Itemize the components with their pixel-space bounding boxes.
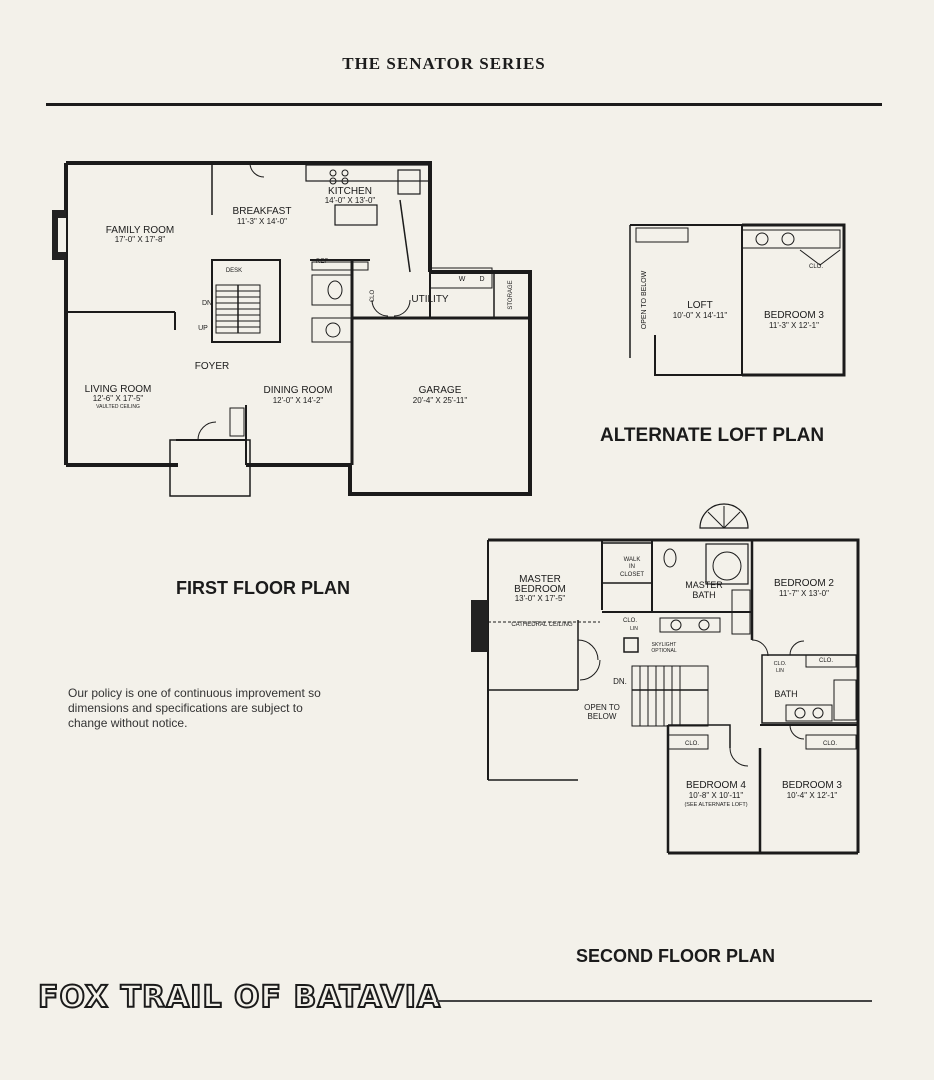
bedroom4-note: (SEE ALTERNATE LOFT): [684, 802, 747, 808]
kitchen-name: KITCHEN: [328, 186, 372, 197]
master-bedroom-line1: MASTER: [519, 574, 561, 585]
skylight-line2: OPTIONAL: [651, 648, 677, 654]
master-bedroom-dims: 13'-0" X 17'-5": [515, 594, 566, 603]
kitchen-dims: 14'-0" X 13'-0": [325, 196, 376, 205]
walk-in-closet-line1: WALK: [624, 557, 641, 563]
second-floor-labels: MASTER BEDROOM 13'-0" X 17'-5" CATHEDRAL…: [511, 557, 842, 808]
master-bath-line2: BATH: [692, 590, 715, 600]
hall-linen-label: LIN: [776, 668, 784, 674]
master-bath-line1: MASTER: [685, 580, 723, 590]
bedroom4-closet-label: CLO.: [685, 741, 699, 747]
bedroom2-dims: 11'-7" X 13'-0": [779, 589, 829, 598]
breakfast-dims: 11'-3" X 14'-0": [237, 217, 287, 226]
bedroom2-name: BEDROOM 2: [774, 578, 834, 589]
second-floor-plan: [471, 503, 860, 855]
living-room-note: VAULTED CEILING: [96, 404, 140, 410]
desk-label: DESK: [226, 268, 242, 274]
loft-labels: LOFT 10'-0" X 14'-11" BEDROOM 3 11'-3" X…: [641, 264, 824, 330]
series-title: THE SENATOR SERIES: [342, 54, 546, 73]
storage-label: STORAGE: [508, 280, 514, 309]
walk-in-closet-line2: IN: [629, 564, 635, 570]
bedroom3-dims: 10'-4" X 12'-1": [787, 791, 838, 800]
living-room-name: LIVING ROOM: [85, 384, 152, 395]
first-floor-labels: KITCHEN 14'-0" X 13'-0" BREAKFAST 11'-3"…: [85, 186, 514, 410]
breakfast-name: BREAKFAST: [233, 206, 292, 217]
bedroom4-name: BEDROOM 4: [686, 780, 746, 791]
master-closet-label: CLO.: [623, 618, 637, 624]
cathedral-ceiling-label: CATHEDRAL CEILING: [511, 622, 573, 628]
garage-dims: 20'-4" X 25'-11": [413, 396, 468, 405]
family-room-name: FAMILY ROOM: [106, 225, 175, 236]
foyer-label: FOYER: [195, 361, 229, 372]
washer-label: W: [459, 276, 466, 283]
ref-label: REF: [316, 259, 328, 265]
alternate-loft-plan: [629, 223, 846, 377]
loft-bedroom3-dims: 11'-3" X 12'-1": [769, 321, 819, 330]
first-floor-plan: [52, 161, 532, 497]
master-bedroom-line2: BEDROOM: [514, 584, 566, 595]
loft-dims: 10'-0" X 14'-11": [673, 311, 728, 320]
loft-bedroom3-name: BEDROOM 3: [764, 310, 824, 321]
header-rule: [46, 103, 882, 106]
policy-note: Our policy is one of continuous improvem…: [68, 686, 321, 730]
loft-closet-label: CLO.: [809, 264, 823, 270]
open-to-below-line2: BELOW: [588, 712, 617, 721]
first-floor-title: FIRST FLOOR PLAN: [176, 578, 350, 598]
footer-rule: [436, 1000, 872, 1002]
skylight-line1: SKYLIGHT: [652, 642, 677, 648]
bedroom2-closet-label: CLO.: [819, 658, 833, 664]
bedroom4-dims: 10'-8" X 10'-11": [689, 791, 744, 800]
alternate-loft-title: ALTERNATE LOFT PLAN: [600, 425, 825, 446]
second-floor-stair-down: DN.: [613, 677, 627, 686]
dryer-label: D: [479, 276, 484, 283]
loft-name: LOFT: [687, 300, 713, 311]
bedroom3-closet-label: CLO.: [823, 741, 837, 747]
garage-name: GARAGE: [419, 385, 462, 396]
loft-open-to-below: OPEN TO BELOW: [641, 270, 648, 329]
hall-bath-label: BATH: [774, 689, 797, 699]
open-to-below-line1: OPEN TO: [584, 703, 620, 712]
fox-trail-brand: FOX TRAIL OF BATAVIA: [37, 979, 442, 1016]
living-room-dims: 12'-6" X 17'-5": [93, 394, 144, 403]
hall-closet-label: CLO.: [774, 661, 787, 667]
bedroom3-name: BEDROOM 3: [782, 780, 842, 791]
second-floor-title: SECOND FLOOR PLAN: [576, 946, 776, 966]
stair-down-label: DN: [202, 300, 212, 307]
dining-room-name: DINING ROOM: [264, 385, 333, 396]
family-room-dims: 17'-0" X 17'-8": [115, 235, 166, 244]
stair-up-label: UP: [198, 325, 208, 332]
master-linen-label: LIN: [630, 626, 638, 632]
walk-in-closet-line3: CLOSET: [620, 572, 644, 578]
first-floor-closet-label: CLO: [370, 290, 376, 303]
dining-room-dims: 12'-0" X 14'-2": [273, 396, 324, 405]
utility-label: UTILITY: [411, 294, 449, 305]
